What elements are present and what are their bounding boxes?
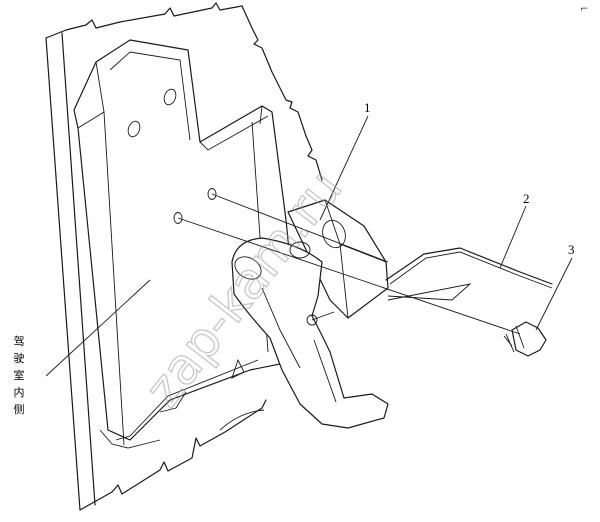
side-label-char: 室: [13, 369, 25, 382]
screw-part: [503, 321, 547, 357]
side-label-char: 驾: [13, 335, 25, 348]
panel-hole: [173, 212, 183, 224]
side-label-char: 内: [13, 386, 25, 399]
callout-number: 2: [523, 191, 530, 206]
assembly-axis-line: [211, 193, 389, 263]
panel-hole: [127, 120, 141, 138]
assembly-axis-line: [387, 283, 472, 301]
callout-number: 3: [568, 242, 575, 257]
leader-lines: [45, 115, 573, 377]
panel-holes: [127, 88, 217, 224]
panel-hole: [163, 88, 177, 106]
panel-hole: [207, 188, 217, 200]
side-label-cab-interior: 驾 驶 室 内 侧: [10, 333, 28, 418]
side-label-char: 侧: [13, 403, 25, 416]
side-label-char: 驶: [13, 352, 25, 365]
corner-mark: ⌐: [580, 4, 588, 15]
control-rod: [385, 247, 553, 289]
assembly-axis-line: [177, 217, 521, 335]
cab-wall-outline: [45, 2, 323, 511]
door-handle-assembly: [231, 199, 389, 429]
callout-number: 1: [364, 100, 371, 115]
